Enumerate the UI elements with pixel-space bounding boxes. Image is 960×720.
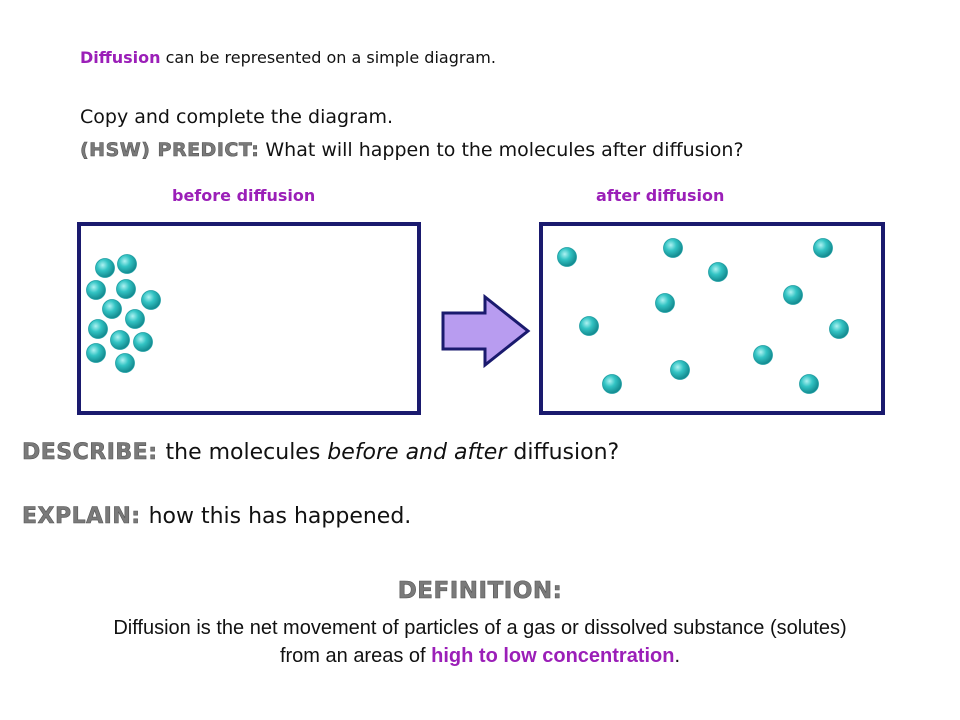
definition-line-1: Diffusion is the net movement of particl…: [113, 617, 847, 639]
before-molecule: [102, 299, 122, 319]
after-molecule: [783, 285, 803, 305]
before-molecule: [125, 309, 145, 329]
definition-line-2-pre: from an areas of: [279, 645, 432, 667]
after-molecule: [663, 238, 683, 258]
predict-label: (HSW) Predict:: [80, 139, 260, 162]
diffusion-keyword: Diffusion: [80, 48, 161, 67]
definition-title: Definition:: [397, 578, 563, 605]
before-molecule: [95, 258, 115, 278]
explain-text: how this has happened.: [148, 504, 412, 529]
before-molecule: [88, 319, 108, 339]
explain-label: Explain:: [22, 504, 141, 530]
describe-line: Describe:the molecules before and after …: [22, 440, 620, 466]
right-arrow-icon: [441, 293, 531, 369]
before-molecule: [117, 254, 137, 274]
definition-text: Diffusion is the net movement of particl…: [0, 614, 960, 670]
after-diffusion-label: after diffusion: [596, 186, 725, 205]
intro-sentence: Diffusion can be represented on a simple…: [80, 48, 496, 67]
instruction-text: Copy and complete the diagram.: [80, 106, 394, 128]
intro-rest: can be represented on a simple diagram.: [160, 48, 496, 67]
after-molecule: [602, 374, 622, 394]
before-molecule: [141, 290, 161, 310]
before-molecule: [86, 280, 106, 300]
after-molecule: [655, 293, 675, 313]
describe-pre: the molecules: [165, 440, 328, 465]
predict-question: What will happen to the molecules after …: [265, 139, 744, 161]
after-molecule: [557, 247, 577, 267]
after-molecule: [799, 374, 819, 394]
before-molecule: [116, 279, 136, 299]
after-molecule: [708, 262, 728, 282]
before-molecule: [115, 353, 135, 373]
after-molecule: [829, 319, 849, 339]
describe-italic: before and after: [327, 440, 507, 465]
before-molecule: [110, 330, 130, 350]
explain-line: Explain: how this has happened.: [22, 504, 412, 530]
after-molecule: [813, 238, 833, 258]
before-molecule: [133, 332, 153, 352]
after-molecules: [557, 238, 849, 394]
describe-label: Describe:: [22, 440, 158, 466]
definition-line-2-post: .: [674, 645, 681, 667]
definition-line-2: from an areas of high to low concentrati…: [0, 642, 960, 670]
after-molecule: [753, 345, 773, 365]
after-molecule: [670, 360, 690, 380]
concentration-highlight: high to low concentration: [431, 645, 675, 667]
before-molecules: [86, 254, 161, 373]
predict-line: (HSW) Predict:What will happen to the mo…: [80, 139, 744, 162]
before-molecule: [86, 343, 106, 363]
before-diffusion-label: before diffusion: [172, 186, 316, 205]
describe-post: diffusion?: [506, 440, 620, 465]
after-molecule: [579, 316, 599, 336]
